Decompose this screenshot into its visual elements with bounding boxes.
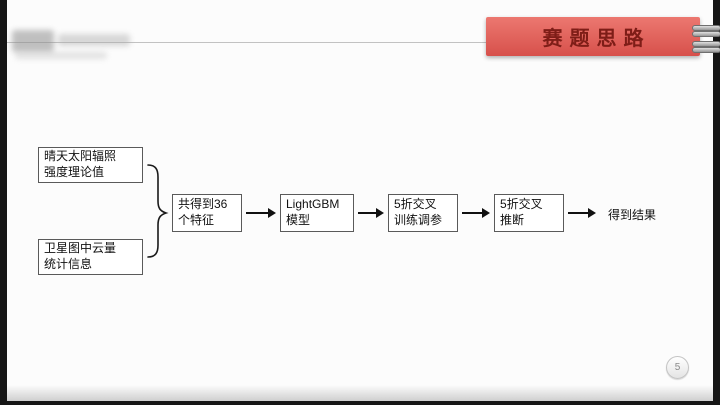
input-box-solar-radiation: 晴天太阳辐照 强度理论值 <box>38 147 143 183</box>
binder-clip-icon <box>692 31 720 37</box>
binder-clip-icon <box>692 25 720 31</box>
step-box-label: 5折交叉 推断 <box>500 197 543 227</box>
slide-title: 赛题思路 <box>542 28 651 50</box>
step-box-cv-inference: 5折交叉 推断 <box>494 194 564 232</box>
result-label: 得到结果 <box>608 208 657 222</box>
header-divider <box>7 42 487 43</box>
step-box-cv-train: 5折交叉 训练调参 <box>388 194 458 232</box>
curly-brace-right-icon <box>147 164 169 258</box>
logo-blur-blob <box>58 34 130 46</box>
redacted-logo <box>10 26 160 64</box>
step-box-label: LightGBM 模型 <box>286 197 340 227</box>
binder-clip-icon <box>692 47 720 53</box>
flow-arrow-right-icon <box>358 208 384 218</box>
flow-arrow-right-icon <box>462 208 490 218</box>
input-box-label: 卫星图中云量 统计信息 <box>44 241 117 271</box>
frame-right <box>713 0 720 405</box>
logo-blur-blob <box>12 30 54 52</box>
input-box-cloud-stats: 卫星图中云量 统计信息 <box>38 239 143 275</box>
flow-arrow-right-icon <box>568 208 596 218</box>
page-number: 5 <box>674 362 681 373</box>
step-box-features: 共得到36 个特征 <box>172 194 242 232</box>
input-box-label: 晴天太阳辐照 强度理论值 <box>44 149 117 179</box>
step-box-lightgbm: LightGBM 模型 <box>280 194 354 232</box>
step-box-label: 5折交叉 训练调参 <box>394 197 443 227</box>
flow-arrow-right-icon <box>246 208 276 218</box>
logo-blur-blob <box>15 52 107 59</box>
frame-left <box>0 0 7 405</box>
page-curl-shadow <box>7 385 713 401</box>
title-banner: 赛题思路 <box>486 17 700 56</box>
step-box-label: 共得到36 个特征 <box>178 197 228 227</box>
binder-clip-icon <box>692 41 720 47</box>
frame-bottom <box>0 401 720 405</box>
page-number-badge: 5 <box>666 356 689 379</box>
